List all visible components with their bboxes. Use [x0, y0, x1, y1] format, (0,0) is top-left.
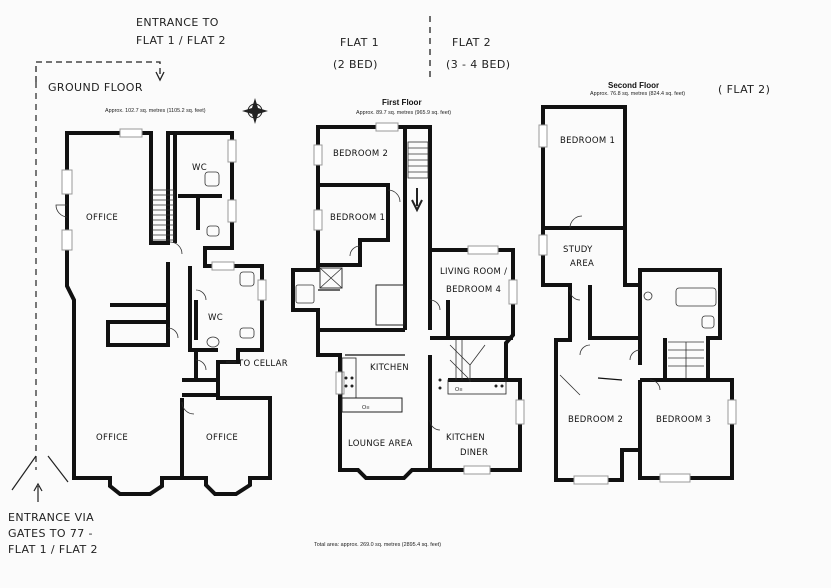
first-stairs [407, 141, 486, 382]
room-to-cellar: TO CELLAR [237, 359, 288, 369]
room-office-bottom-left: OFFICE [96, 433, 128, 443]
flat2-second-note: ( FLAT 2) [718, 83, 770, 96]
room-office-top: OFFICE [86, 213, 118, 223]
ground-floor-label: GROUND FLOOR [48, 81, 143, 94]
room-kitchen-diner-line1: KITCHEN [446, 433, 485, 443]
entrance-up-arrow [33, 482, 43, 502]
entrance-via-line3: FLAT 1 / FLAT 2 [8, 543, 98, 556]
total-area: Total area: approx. 269.0 sq. metres (28… [314, 542, 441, 548]
entrance-arrow [155, 71, 165, 82]
room-living-line2: BEDROOM 4 [446, 285, 501, 295]
room-office-bottom-right: OFFICE [206, 433, 238, 443]
flat1-label: FLAT 1 [340, 36, 379, 49]
room-study-line1: STUDY [563, 245, 593, 255]
first-floor-area: Approx. 89.7 sq. metres (965.9 sq. feet) [356, 110, 451, 116]
room-lounge: LOUNGE AREA [348, 439, 413, 449]
second-floor-area: Approx. 76.8 sq. metres (824.4 sq. feet) [590, 91, 685, 97]
room-kitchen: KITCHEN [370, 363, 409, 373]
ground-floor-plan: OFFICE WC WC TO CELLAR OFFICE OFFICE [11, 128, 288, 502]
room-bedroom-3-second: BEDROOM 3 [656, 415, 711, 425]
svg-text:O≡: O≡ [455, 387, 462, 393]
entrance-via-line1: ENTRANCE VIA [8, 511, 94, 524]
room-bedroom-2-second: BEDROOM 2 [568, 415, 623, 425]
second-floor-plan: BEDROOM 1 STUDY AREA BEDROOM 2 BEDROOM 3 [538, 105, 737, 485]
first-floor-plan: O≡ O≡ BEDROOM 2 BEDROOM 1 LIVING ROOM / … [291, 122, 525, 480]
entrance-note-line2: FLAT 1 / FLAT 2 [136, 34, 226, 47]
svg-text:O≡: O≡ [362, 405, 369, 411]
ground-stairs [151, 189, 175, 241]
room-study-line2: AREA [570, 259, 594, 269]
entrance-path [35, 61, 161, 82]
entrance-via-line2: GATES TO 77 - [8, 527, 93, 540]
room-wc-1: WC [192, 163, 207, 173]
flat2-beds: (3 - 4 BED) [446, 58, 510, 71]
room-bedroom-1-first: BEDROOM 1 [330, 213, 385, 223]
second-stairs [668, 341, 704, 378]
flat1-beds: (2 BED) [333, 58, 378, 71]
room-bedroom-1-second: BEDROOM 1 [560, 136, 615, 146]
bath-fixture [675, 287, 717, 307]
lift-box [319, 267, 343, 289]
room-bedroom-2-first: BEDROOM 2 [333, 149, 388, 159]
second-floor-title: Second Floor [608, 81, 659, 90]
room-living-line1: LIVING ROOM / [440, 267, 507, 277]
room-wc-2: WC [208, 313, 223, 323]
entrance-note-line1: ENTRANCE TO [136, 16, 219, 29]
compass-icon [242, 98, 268, 124]
ground-area: Approx. 102.7 sq. metres (1105.2 sq. fee… [105, 108, 206, 114]
gate-lines [11, 455, 69, 491]
flat2-label: FLAT 2 [452, 36, 491, 49]
first-floor-title: First Floor [382, 98, 422, 107]
room-kitchen-diner-line2: DINER [460, 448, 488, 458]
